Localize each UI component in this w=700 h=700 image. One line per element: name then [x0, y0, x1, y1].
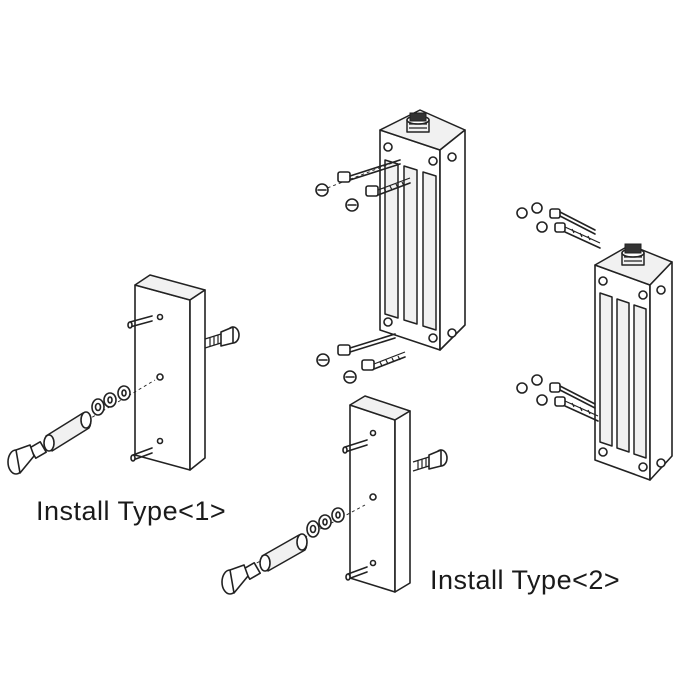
mounting-screws-center-bottom	[316, 333, 406, 384]
mounting-screws-right-bottom	[516, 374, 599, 422]
mounting-screws-center-top	[315, 159, 411, 212]
install-type-2-label: Install Type<2>	[430, 565, 621, 595]
mounting-screws-right-top	[516, 202, 601, 249]
armature-plate-type2	[342, 395, 411, 593]
fastener-stack-type2	[221, 504, 366, 595]
maglock-magnet-center	[379, 109, 466, 351]
fastener-stack-type1	[7, 379, 156, 475]
install-type-1-label: Install Type<1>	[36, 496, 227, 526]
armature-screw-type2-back	[412, 449, 448, 472]
maglock-magnet-right	[594, 243, 673, 481]
armature-plate-type1	[127, 274, 206, 471]
armature-screw-type1-back	[204, 326, 240, 349]
